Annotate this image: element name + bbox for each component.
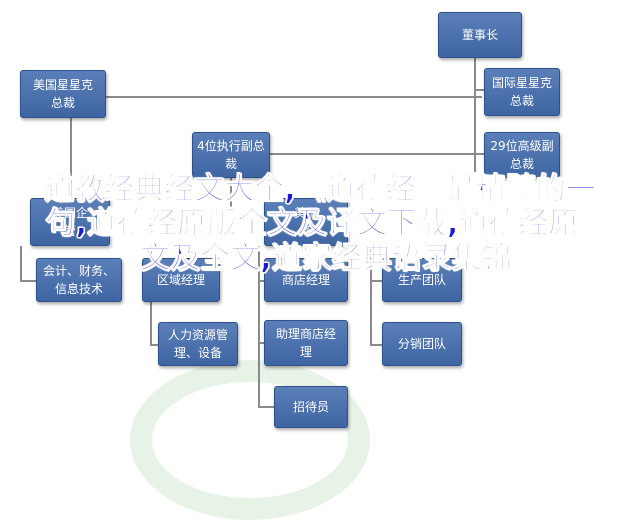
node-recruiter: 招待员: [274, 386, 348, 428]
node-asst-store-manager: 助理商店经 理: [264, 320, 348, 366]
watermark-logo: [130, 360, 370, 520]
connector-line: [474, 153, 484, 155]
connector-line: [258, 246, 260, 408]
node-intl-constellation: 国际星星克 总裁: [484, 68, 560, 116]
connector-line: [474, 89, 484, 91]
connector-line: [20, 280, 36, 282]
connector-line: [230, 172, 232, 208]
org-chart: 董事长 美国星星克 总裁 国际星星克 总裁 4位执行副总 裁 29位高级副 总裁…: [20, 12, 560, 520]
connector-line: [258, 342, 264, 344]
connector-line: [20, 246, 22, 282]
connector-line: [150, 344, 158, 346]
connector-line: [258, 280, 264, 282]
node-mid-partial: 美国 商: [264, 198, 348, 246]
node-chairman: 董事长: [438, 12, 522, 58]
connector-line: [70, 118, 72, 198]
node-us-constellation: 美国星星克 总裁: [20, 70, 106, 118]
connector-line: [474, 58, 476, 172]
connector-line: [270, 153, 474, 155]
node-store-manager: 商店经理: [264, 258, 348, 302]
connector-line: [370, 280, 382, 282]
connector-line: [370, 344, 382, 346]
connector-line: [258, 406, 274, 408]
node-regional-manager: 区域经理: [142, 258, 220, 302]
connector-line: [106, 96, 482, 98]
connector-line: [370, 246, 372, 346]
node-accounting: 会计、财务、 信息技术: [36, 258, 122, 302]
node-exec-vp-4: 4位执行副总 裁: [192, 132, 270, 178]
node-production-team: 生产团队: [382, 258, 462, 302]
node-hr-admin: 人力资源管 理、设备: [158, 322, 238, 366]
node-sales-team: 分销团队: [382, 322, 462, 366]
node-senior-vp-29: 29位高级副 总裁: [484, 132, 560, 178]
node-left-partial: 美国企 管: [30, 198, 110, 246]
